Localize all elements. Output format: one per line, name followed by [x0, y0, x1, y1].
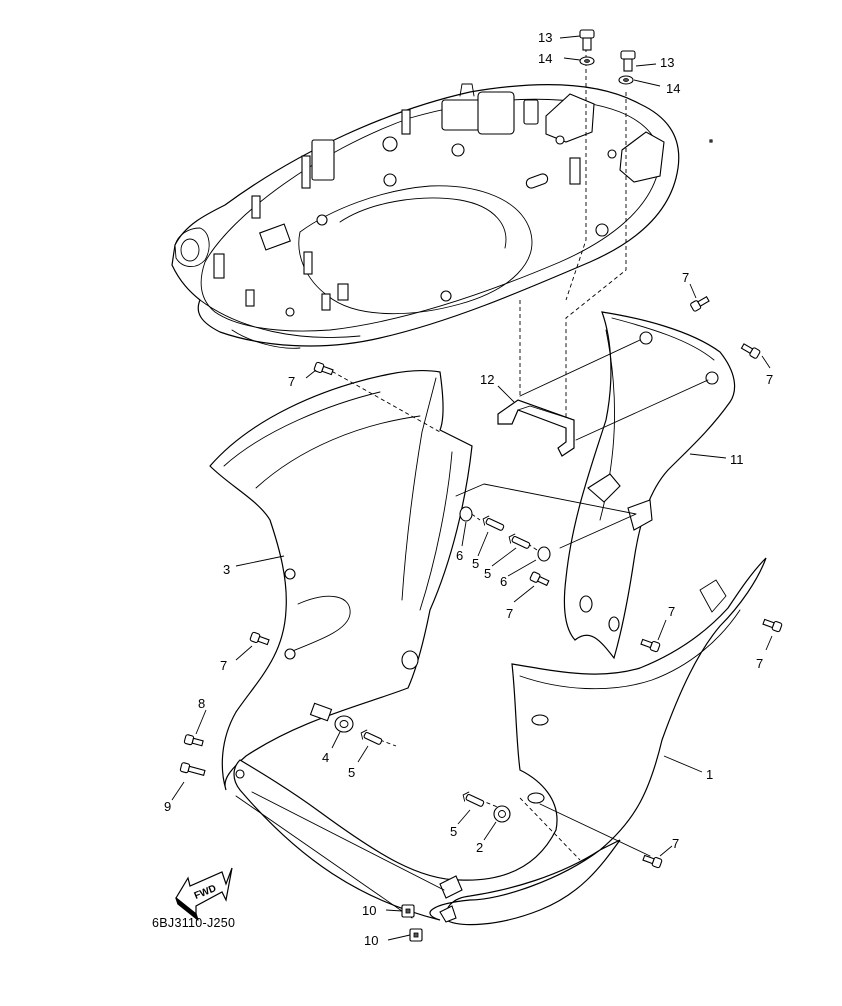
side-panel-11 [563, 311, 736, 660]
callout-5-c: 5 [348, 765, 355, 780]
callout-4: 4 [322, 750, 329, 765]
callout-9: 9 [164, 799, 171, 814]
callout-labels: 13 14 13 14 7 7 7 12 11 3 6 5 5 6 7 7 7 … [152, 30, 773, 948]
diagram-code: 6BJ3110-J250 [152, 916, 235, 930]
callout-14-right: 14 [666, 81, 680, 96]
callout-2: 2 [476, 840, 483, 855]
fwd-arrow: FWD [175, 867, 233, 921]
callout-10-a: 10 [362, 903, 376, 918]
callout-13-right: 13 [660, 55, 674, 70]
callout-8: 8 [198, 696, 205, 711]
callout-5-d: 5 [450, 824, 457, 839]
callout-7-b: 7 [766, 372, 773, 387]
lower-cover-1 [233, 557, 767, 926]
callout-5-b: 5 [484, 566, 491, 581]
callout-7-d: 7 [506, 606, 513, 621]
callout-14-top: 14 [538, 51, 552, 66]
reference-lines [235, 339, 709, 919]
callout-12: 12 [480, 372, 494, 387]
callout-6-b: 6 [500, 574, 507, 589]
upper-tray [171, 83, 713, 349]
callout-5-a: 5 [472, 556, 479, 571]
callout-7-c: 7 [288, 374, 295, 389]
side-panel-3 [209, 370, 473, 791]
callout-1: 1 [706, 767, 713, 782]
callout-10-b: 10 [364, 933, 378, 948]
callout-3: 3 [223, 562, 230, 577]
hardware [179, 29, 783, 942]
bracket-12 [497, 399, 575, 457]
callout-7-e: 7 [668, 604, 675, 619]
callout-11: 11 [730, 452, 744, 467]
callout-13-top: 13 [538, 30, 552, 45]
callout-7-g: 7 [756, 656, 763, 671]
callout-6-a: 6 [456, 548, 463, 563]
callout-7-f: 7 [220, 658, 227, 673]
leader-lines [171, 35, 773, 941]
callout-7-a: 7 [682, 270, 689, 285]
callout-7-h: 7 [672, 836, 679, 851]
